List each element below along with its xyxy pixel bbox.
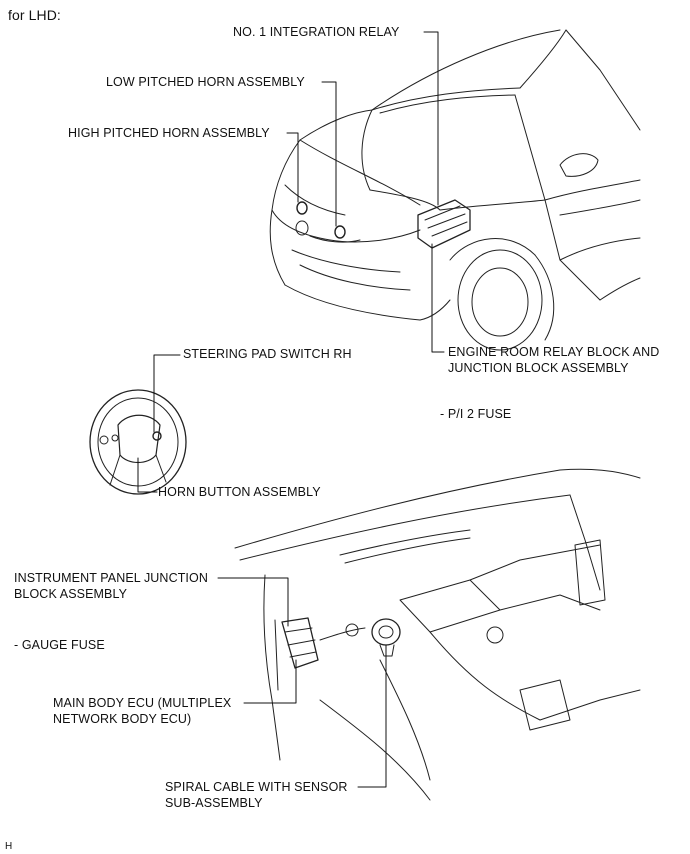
label-engine-room-relay-line1: ENGINE ROOM RELAY BLOCK AND [448, 345, 660, 359]
label-main-body-ecu-line1: MAIN BODY ECU (MULTIPLEX [53, 696, 232, 710]
label-ip-junction-line2: BLOCK ASSEMBLY [14, 587, 128, 601]
label-spiral-cable-line2: SUB-ASSEMBLY [165, 796, 263, 810]
label-high-pitched-horn: HIGH PITCHED HORN ASSEMBLY [68, 126, 270, 140]
label-low-pitched-horn: LOW PITCHED HORN ASSEMBLY [106, 75, 305, 89]
label-main-body-ecu-line2: NETWORK BODY ECU) [53, 712, 192, 726]
label-integration-relay: NO. 1 INTEGRATION RELAY [233, 25, 400, 39]
dashboard-illustration [234, 468, 641, 801]
figure-code: H [5, 841, 13, 852]
label-engine-room-relay-line2: JUNCTION BLOCK ASSEMBLY [448, 361, 629, 375]
label-ip-junction-line1: INSTRUMENT PANEL JUNCTION [14, 571, 208, 585]
label-spiral-cable-line1: SPIRAL CABLE WITH SENSOR [165, 780, 348, 794]
label-horn-button: HORN BUTTON ASSEMBLY [158, 485, 321, 499]
label-gauge-fuse: - GAUGE FUSE [14, 638, 105, 652]
car-illustration [269, 29, 641, 351]
label-steering-pad-switch: STEERING PAD SWITCH RH [183, 347, 352, 361]
label-pi2-fuse: - P/I 2 FUSE [440, 407, 512, 421]
leader-lines [137, 31, 445, 788]
page-title: for LHD: [8, 7, 61, 23]
